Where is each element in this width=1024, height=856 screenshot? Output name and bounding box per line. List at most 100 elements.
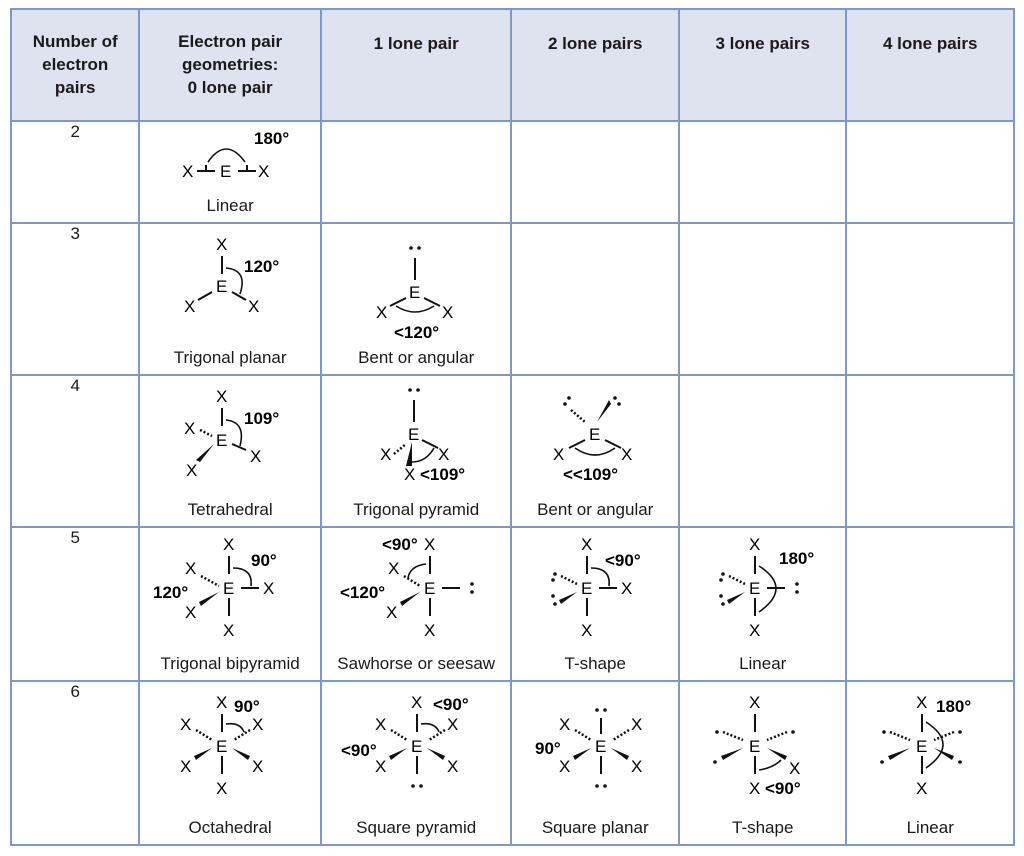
- svg-text:X: X: [621, 579, 632, 598]
- svg-text:E: E: [409, 283, 420, 302]
- svg-text:X: X: [442, 303, 453, 322]
- empty-cell: [845, 526, 1015, 682]
- svg-text:X: X: [216, 235, 227, 254]
- svg-text:<109°: <109°: [420, 465, 465, 484]
- square-planar-structure-icon: E X X X X 90°: [535, 708, 643, 788]
- svg-text:180°: 180°: [779, 549, 814, 568]
- svg-text:E: E: [589, 425, 600, 444]
- svg-text:X: X: [631, 757, 642, 776]
- tetrahedral-structure-icon: X E X X X 109°: [184, 387, 279, 480]
- svg-text:X: X: [559, 757, 570, 776]
- svg-text:X: X: [553, 445, 564, 464]
- geometry-name: Sawhorse or seesaw: [337, 654, 496, 673]
- geometry-cell: X E X X X X <90° <90° Square pyramid: [319, 680, 513, 846]
- svg-text:X: X: [438, 445, 449, 464]
- geometry-name: Square planar: [541, 818, 649, 837]
- svg-text:X: X: [581, 621, 592, 640]
- header-four-lone-pairs: 4 lone pairs: [845, 8, 1015, 122]
- svg-text:E: E: [216, 737, 227, 756]
- svg-text:E: E: [424, 579, 435, 598]
- geometry-cell: E X X <120° Bent or angular: [319, 222, 513, 376]
- geometry-cell: E X X <<109° Bent or angular: [510, 374, 680, 528]
- geometry-name: Trigonal planar: [173, 348, 287, 367]
- svg-text:90°: 90°: [535, 739, 561, 758]
- svg-text:E: E: [749, 737, 760, 756]
- empty-cell: [845, 222, 1015, 376]
- svg-text:X: X: [789, 759, 800, 778]
- svg-text:X: X: [252, 715, 263, 734]
- empty-cell: [845, 374, 1015, 528]
- svg-text:120°: 120°: [153, 583, 188, 602]
- svg-text:90°: 90°: [251, 551, 277, 570]
- geometry-name: Linear: [206, 196, 254, 215]
- table-row: 4 X E X X X 109° Tetrahedral E X X X <1: [9, 374, 1015, 528]
- geometry-cell: X E X 180° Linear: [845, 680, 1015, 846]
- empty-cell: [510, 120, 680, 224]
- svg-text:X: X: [180, 757, 191, 776]
- svg-text:E: E: [581, 579, 592, 598]
- bent-tetrahedral-structure-icon: E X X <<109°: [553, 396, 633, 484]
- svg-text:<90°: <90°: [605, 551, 641, 570]
- svg-text:X: X: [375, 715, 386, 734]
- electron-pair-count: 6: [9, 680, 141, 846]
- empty-cell: [677, 120, 848, 224]
- t-shape-octahedral-structure-icon: X E X X <90°: [712, 693, 801, 798]
- svg-text:X: X: [376, 303, 387, 322]
- geometry-name: T-shape: [564, 654, 626, 673]
- svg-text:X: X: [185, 559, 196, 578]
- svg-text:X: X: [388, 559, 399, 578]
- geometry-cell: X E X X X 109° Tetrahedral: [138, 374, 322, 528]
- svg-text:X: X: [621, 445, 632, 464]
- table-row: 2 X E X 180° Linear: [9, 120, 1015, 224]
- svg-text:X: X: [184, 419, 195, 438]
- svg-text:E: E: [916, 737, 927, 756]
- geometry-cell: E X X X X 90° Square planar: [510, 680, 680, 846]
- header-one-lone-pair: 1 lone pair: [319, 8, 513, 122]
- svg-text:X: X: [263, 579, 274, 598]
- geometry-name: Octahedral: [188, 818, 272, 837]
- bent-structure-icon: E X X <120°: [376, 246, 454, 342]
- electron-pair-count: 3: [9, 222, 141, 376]
- geometry-name: Tetrahedral: [187, 500, 273, 519]
- svg-text:180°: 180°: [936, 697, 971, 716]
- geometry-cell: X E X X <90° T-shape: [510, 526, 680, 682]
- table-row: 3 X E X X 120° Trigonal planar E X X <12…: [9, 222, 1015, 376]
- svg-text:X: X: [216, 387, 227, 406]
- trigonal-planar-structure-icon: X E X X 120°: [184, 235, 279, 316]
- geometry-cell: X E X X X X 90° 120° Trigonal bipyramid: [138, 526, 322, 682]
- geometry-name: Linear: [739, 654, 787, 673]
- svg-text:180°: 180°: [254, 129, 289, 148]
- square-pyramid-structure-icon: X E X X X X <90° <90°: [341, 693, 469, 788]
- geometry-cell: X E X 180° Linear: [138, 120, 322, 224]
- svg-text:E: E: [595, 737, 606, 756]
- svg-text:X: X: [386, 603, 397, 622]
- geometry-name: Square pyramid: [356, 818, 477, 837]
- svg-text:X: X: [223, 535, 234, 554]
- svg-text:X: X: [258, 162, 269, 181]
- svg-text:E: E: [223, 579, 234, 598]
- linear-structure-icon: X E X 180°: [182, 129, 289, 181]
- svg-text:X: X: [186, 461, 197, 480]
- svg-text:X: X: [248, 297, 259, 316]
- geometry-cell: X E X X X <90° <120° Sawhorse or seesaw: [319, 526, 513, 682]
- svg-text:E: E: [216, 277, 227, 296]
- svg-text:X: X: [447, 715, 458, 734]
- svg-text:X: X: [916, 779, 927, 798]
- svg-text:E: E: [216, 431, 227, 450]
- svg-text:E: E: [408, 425, 419, 444]
- svg-text:E: E: [220, 162, 231, 181]
- svg-text:X: X: [749, 779, 760, 798]
- empty-cell: [677, 222, 848, 376]
- octahedral-structure-icon: X E X X X X X 90°: [180, 693, 263, 798]
- svg-text:E: E: [749, 579, 760, 598]
- svg-text:X: X: [631, 715, 642, 734]
- electron-pair-count: 4: [9, 374, 141, 528]
- empty-cell: [845, 120, 1015, 224]
- svg-text:<90°: <90°: [433, 695, 469, 714]
- electron-pair-count: 2: [9, 120, 141, 224]
- header-two-lone-pairs: 2 lone pairs: [510, 8, 680, 122]
- table-row: 5 X E X X X X 90° 120° Trigonal bipyrami…: [9, 526, 1015, 682]
